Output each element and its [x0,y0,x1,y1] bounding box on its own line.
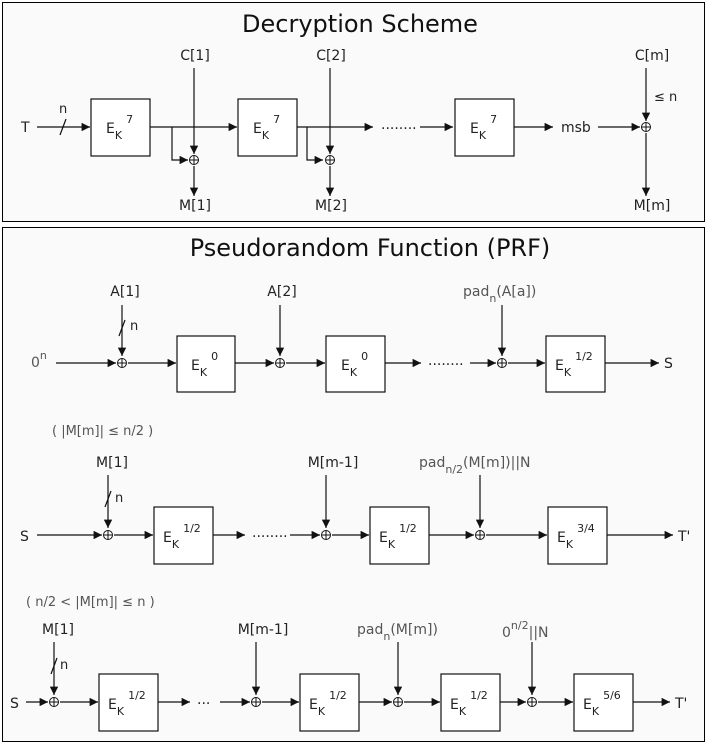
cipher-label: C[m] [635,48,669,64]
xor-node [103,530,113,540]
m-label: M[1] [42,622,74,638]
cipher-label: C[2] [316,48,346,64]
width-n-label: n [130,319,138,334]
svg-text:EK5/6: EK5/6 [583,689,621,718]
ellipsis: ........ [381,117,417,133]
svg-text:EK1/2: EK1/2 [555,350,593,379]
svg-text:EK3/4: EK3/4 [557,522,595,551]
cipher-block: EK7 [253,113,280,142]
xor-node [49,697,59,707]
pad-label: padn(M[m]) [357,622,438,643]
cipher-block: EK1/2 [450,689,488,718]
xor-node [117,358,127,368]
output-t-label: T' [677,529,690,545]
svg-text:EK1/2: EK1/2 [163,522,201,551]
pad-label: padn/2(M[m])||N [419,455,531,476]
condition-label: ( n/2 < |M[m]| ≤ n ) [26,595,155,610]
m-label: M[m-1] [308,455,359,471]
cipher-block: EK1/2 [309,689,347,718]
output-t-label: T' [674,696,687,712]
a-label: A[1] [110,284,139,300]
input-s-label: S [20,529,29,545]
xor-node [189,155,199,165]
a-label: A[2] [267,284,296,300]
cipher-block: EK0 [341,350,368,379]
xor-node [321,530,331,540]
xor-node [251,697,261,707]
output-label: M[2] [315,198,347,214]
output-s-label: S [664,356,673,372]
svg-text:EK1/2: EK1/2 [309,689,347,718]
ellipsis: ........ [428,353,464,369]
cipher-block: EK1/2 [108,689,146,718]
condition-label: ( |M[m]| ≤ n/2 ) [52,424,153,439]
le-n-label: ≤ n [654,90,677,105]
input-s-label: S [10,696,19,712]
cipher-block: EK5/6 [583,689,621,718]
input-t-label: T [20,120,30,136]
cipher-block: EK7 [106,113,133,142]
svg-text:EK0: EK0 [341,350,368,379]
prf-title: Pseudorandom Function (PRF) [190,234,551,262]
svg-text:EK7: EK7 [253,113,280,142]
svg-text:EK1/2: EK1/2 [108,689,146,718]
cipher-block: EK7 [470,113,497,142]
output-label: M[1] [179,198,211,214]
prf-panel [2,227,705,742]
svg-text:EK0: EK0 [191,350,218,379]
width-n-label: n [59,102,67,117]
svg-text:EK7: EK7 [470,113,497,142]
decryption-title: Decryption Scheme [242,10,478,38]
m-label: M[1] [96,455,128,471]
cipher-label: C[1] [180,48,210,64]
width-n-label: n [60,658,68,673]
svg-text:EK1/2: EK1/2 [450,689,488,718]
pad-label: padn(A[a]) [463,284,536,305]
ellipsis: ... [197,692,210,708]
xor-node [393,697,403,707]
xor-node [527,697,537,707]
cipher-block: EK1/2 [163,522,201,551]
output-label: M[m] [634,198,671,214]
msb-label: msb [561,120,591,136]
xor-node [325,155,335,165]
cipher-block: EK3/4 [557,522,595,551]
cipher-block: EK0 [191,350,218,379]
xor-node [497,358,507,368]
zero-label: 0n/2||N [502,619,549,641]
m-label: M[m-1] [238,622,289,638]
xor-node [641,122,651,132]
zero-n-input: 0n [31,349,47,371]
xor-node [475,530,485,540]
svg-text:EK7: EK7 [106,113,133,142]
ellipsis: ........ [252,525,288,541]
width-n-label: n [115,491,123,506]
svg-text:EK1/2: EK1/2 [379,522,417,551]
xor-node [275,358,285,368]
cipher-block: EK1/2 [379,522,417,551]
cipher-block: EK1/2 [555,350,593,379]
